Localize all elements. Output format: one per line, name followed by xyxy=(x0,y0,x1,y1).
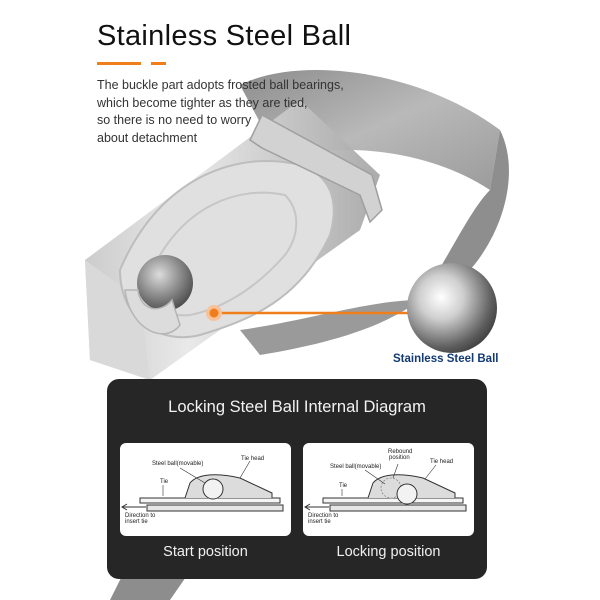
steel-band-body-shadow xyxy=(85,260,150,380)
description-line: The buckle part adopts frosted ball bear… xyxy=(97,78,344,92)
tie-text: Tie xyxy=(160,479,169,485)
description-line: about detachment xyxy=(97,130,198,145)
steel-ball-text: Steel ball(movable) xyxy=(330,464,381,470)
insert-direction-arrow xyxy=(304,503,329,511)
locking-position-caption: Locking position xyxy=(336,544,441,560)
start-position-diagram: Steel ball(movable) Tie head Tie Directi… xyxy=(120,443,291,536)
title-accent-bar-short xyxy=(151,62,166,65)
tie-head-text: Tie head xyxy=(430,459,453,465)
page-title: Stainless Steel Ball xyxy=(97,20,352,52)
stainless-steel-ball xyxy=(407,263,497,353)
ball-holder xyxy=(124,289,181,335)
start-position-caption: Start position xyxy=(163,544,248,560)
direction-text: Direction to xyxy=(308,513,339,519)
locking-position-diagram: Rebound position Steel ball(movable) Tie… xyxy=(303,443,474,536)
description: The buckle part adopts frosted ball bear… xyxy=(97,77,357,147)
insert-direction-arrow xyxy=(121,503,146,511)
direction-text: insert tie xyxy=(308,519,331,525)
tie-head-text: Tie head xyxy=(241,456,264,462)
tie-head-pointer xyxy=(239,460,251,479)
rebound-text: Rebound xyxy=(388,449,412,455)
tie-band-upper xyxy=(322,497,464,504)
steel-ball-icon xyxy=(396,483,418,505)
buckle-bracket xyxy=(249,113,383,224)
rebound-text: position xyxy=(389,455,410,461)
steel-ball-label: Stainless Steel Ball xyxy=(393,353,499,365)
direction-text: Direction to xyxy=(125,513,156,519)
description-line: which become tighter as they are tied, xyxy=(97,95,308,110)
steel-ball-text: Steel ball(movable) xyxy=(152,461,203,467)
tie-band-lower xyxy=(329,504,467,512)
description-line: so there is no need to worry xyxy=(97,113,252,127)
tie-band-lower xyxy=(146,504,284,512)
callout-marker-dot xyxy=(209,308,219,318)
title-accent-bar xyxy=(97,62,141,65)
tie-text: Tie xyxy=(339,483,348,489)
rebound-pointer xyxy=(392,463,399,479)
ball-pointer xyxy=(364,469,386,485)
steel-ball-icon xyxy=(202,478,224,500)
steel-band-top xyxy=(240,70,500,190)
tie-head-pointer xyxy=(424,464,437,480)
direction-text: insert tie xyxy=(125,519,148,525)
ball-pointer xyxy=(179,467,206,484)
diagram-panel-title: Locking Steel Ball Internal Diagram xyxy=(168,398,426,416)
embedded-steel-ball xyxy=(137,255,193,311)
